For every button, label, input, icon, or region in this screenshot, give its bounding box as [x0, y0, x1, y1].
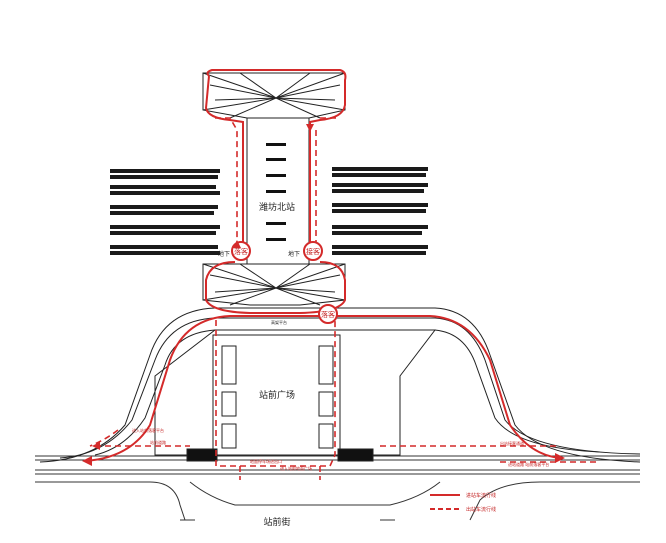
stop-marker-bridge: 落客 — [318, 304, 338, 324]
label-bottom-mid-1: 地面停车场进出口 — [250, 458, 282, 464]
label-underground-left: 地下 — [218, 250, 230, 258]
redacted-text-right — [332, 167, 428, 255]
svg-text:落客: 落客 — [321, 310, 335, 319]
street-label: 站前街 — [263, 516, 290, 528]
legend-dashed-label: 出站车流行线 — [466, 506, 496, 513]
platform-marks — [266, 143, 286, 241]
plaza-block — [154, 329, 437, 462]
route-dashed — [89, 117, 600, 480]
route-arrows — [82, 124, 565, 466]
stop-marker-pickup: 接客 — [303, 241, 323, 261]
legend: 进站车流行线 出站车流行线 — [430, 492, 496, 513]
label-ramp-right: 出站接客通道 — [500, 440, 524, 446]
svg-text:接客: 接客 — [306, 247, 320, 256]
station-name: 潍坊北站 — [259, 201, 295, 213]
station-building — [202, 72, 346, 306]
label-underground-right: 地下 — [288, 250, 300, 258]
route-solid — [84, 69, 561, 462]
label-bridge-small: 高架平台 — [271, 319, 287, 325]
label-ramp-right-2: 进站道路 站前落客平台 — [508, 461, 549, 467]
label-bottom-mid-2: 进入站前地面广场 — [280, 465, 312, 471]
bottom-roads — [35, 455, 640, 521]
label-ramp-left-2: 站前道路 — [150, 439, 166, 445]
label-ramp-left-1: 进入站前落客平台 — [132, 427, 164, 433]
plaza-label: 站前广场 — [259, 389, 295, 401]
legend-solid-label: 进站车流行线 — [466, 492, 496, 499]
redacted-text-left — [110, 169, 220, 255]
svg-text:落客: 落客 — [234, 247, 248, 256]
